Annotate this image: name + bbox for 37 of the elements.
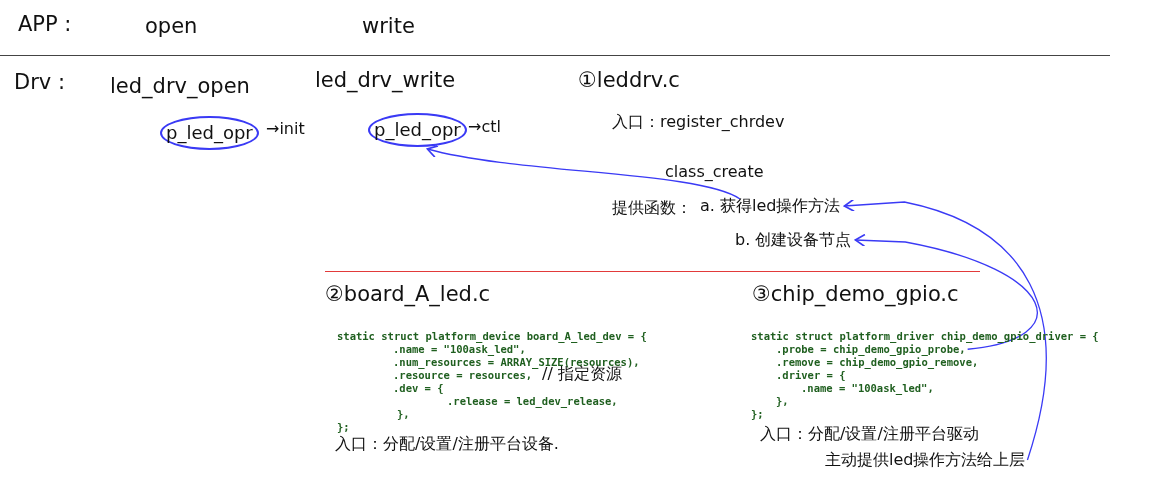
handwritten-note: 入口：分配/设置/注册平台驱动 bbox=[760, 426, 979, 442]
code-line: .num_resources = ARRAY_SIZE(resources), bbox=[393, 357, 640, 368]
code-line: }; bbox=[337, 422, 350, 433]
handwritten-note: b. 创建设备节点 bbox=[735, 232, 852, 248]
arrow bbox=[854, 233, 1038, 350]
circled-text: p_led_opr bbox=[160, 116, 259, 150]
code-line: .remove = chip_demo_gpio_remove, bbox=[776, 357, 979, 368]
handwritten-note: write bbox=[362, 16, 415, 37]
handwritten-note: →init bbox=[266, 121, 305, 137]
code-line: .probe = chip_demo_gpio_probe, bbox=[776, 344, 966, 355]
handwritten-note: ③chip_demo_gpio.c bbox=[752, 284, 959, 305]
handwritten-note: 提供函数： bbox=[612, 200, 692, 216]
code-line: .driver = { bbox=[776, 370, 846, 381]
code-line: .name = "100ask_led", bbox=[801, 383, 934, 394]
code-line: .release = led_dev_release, bbox=[447, 396, 618, 407]
arrow bbox=[426, 144, 741, 200]
handwritten-note: APP : bbox=[18, 14, 72, 35]
code-line: }, bbox=[397, 409, 410, 420]
handwritten-note: →ctl bbox=[468, 119, 501, 135]
handwritten-note: led_drv_write bbox=[315, 70, 456, 91]
handwritten-note: ②board_A_led.c bbox=[325, 284, 491, 305]
handwritten-note: 入口：分配/设置/注册平台设备. bbox=[335, 436, 559, 452]
handwritten-note: ①leddrv.c bbox=[578, 70, 680, 91]
arrow bbox=[843, 198, 1047, 461]
handwritten-note: a. 获得led操作方法 bbox=[700, 198, 841, 214]
handwritten-note: Drv : bbox=[14, 72, 65, 93]
handwritten-note: 入口：register_chrdev bbox=[612, 114, 785, 130]
code-line: }, bbox=[776, 396, 789, 407]
handwritten-note: class_create bbox=[665, 164, 764, 180]
code-line: .dev = { bbox=[393, 383, 444, 394]
code-line: .resource = resources, bbox=[393, 370, 533, 381]
code-line: .name = "100ask_led", bbox=[393, 344, 526, 355]
circled-text: p_led_opr bbox=[368, 113, 467, 147]
code-line: }; bbox=[751, 409, 764, 420]
handwritten-note: 主动提供led操作方法给上层 bbox=[825, 452, 1026, 468]
code-line: static struct platform_device board_A_led_dev = { bbox=[337, 331, 647, 342]
handwritten-note: open bbox=[145, 16, 198, 37]
